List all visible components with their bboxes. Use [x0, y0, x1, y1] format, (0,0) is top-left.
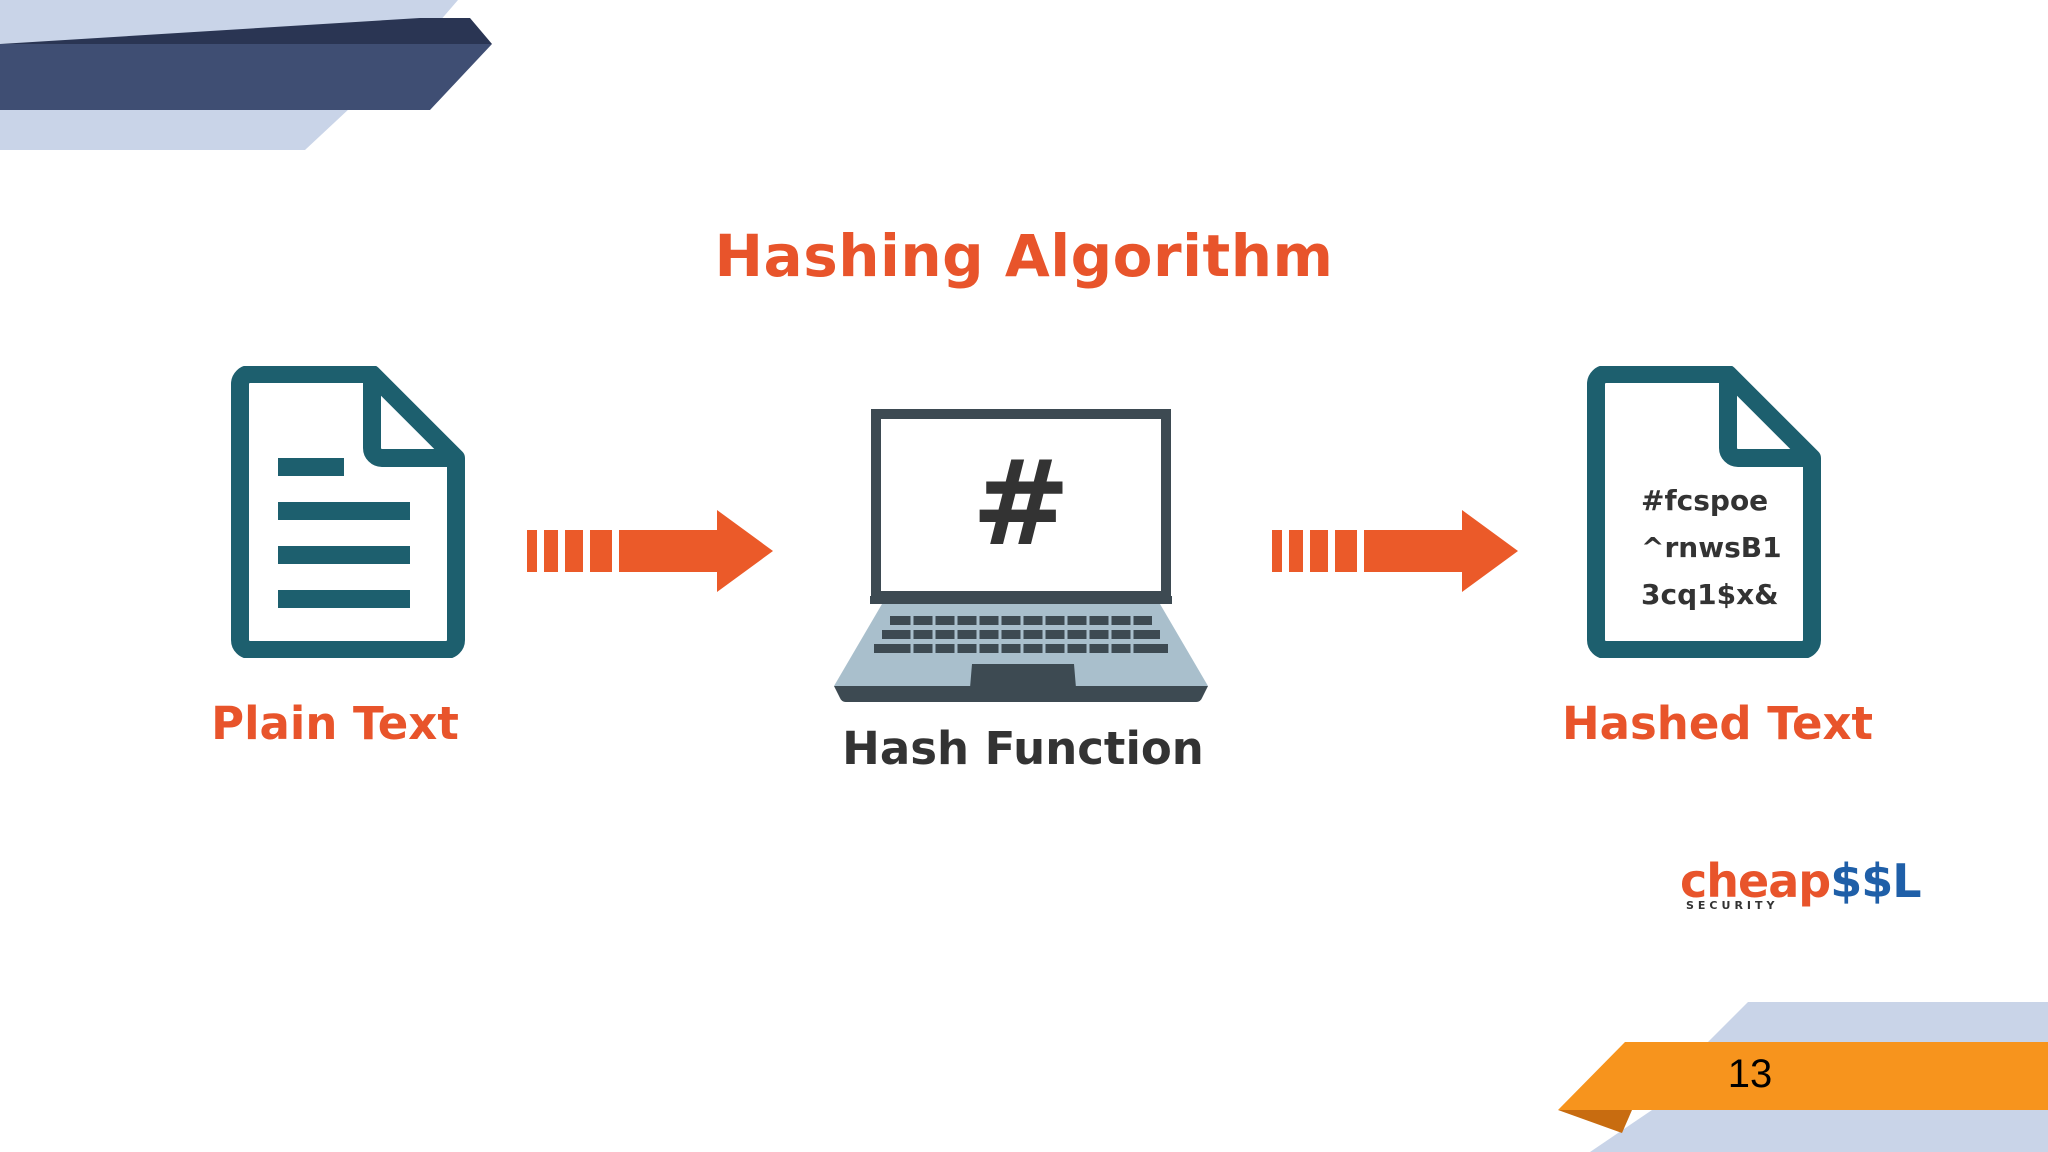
arrow-right-icon — [1272, 510, 1518, 592]
laptop-icon — [834, 409, 1208, 703]
bottom-right-decoration — [1558, 1002, 2048, 1152]
hashed-line: 3cq1$x& — [1641, 578, 1779, 611]
logo-security: SECURITY — [1686, 899, 1779, 912]
logo-cheap: cheap — [1680, 854, 1831, 908]
hash-symbol: # — [971, 434, 1071, 572]
hash-function-label: Hash Function — [842, 722, 1204, 775]
logo-ssl: $$L — [1830, 854, 1921, 908]
diagram-title: Hashing Algorithm — [714, 222, 1334, 290]
plain-document-icon — [231, 366, 465, 658]
cheapssl-logo: cheap$$L SECURITY — [1680, 858, 1922, 912]
plain-text-label: Plain Text — [211, 697, 459, 750]
hashed-document-icon — [1587, 366, 1821, 658]
hashed-line: #fcspoe — [1641, 484, 1769, 517]
arrow-right-icon — [527, 510, 773, 592]
page-number: 13 — [1727, 1052, 1773, 1096]
hashed-content: #fcspoe ^rnwsB1 3cq1$x& — [1641, 477, 1782, 618]
hashed-line: ^rnwsB1 — [1641, 531, 1782, 564]
hashed-text-label: Hashed Text — [1562, 697, 1874, 750]
top-left-decoration — [0, 0, 492, 150]
